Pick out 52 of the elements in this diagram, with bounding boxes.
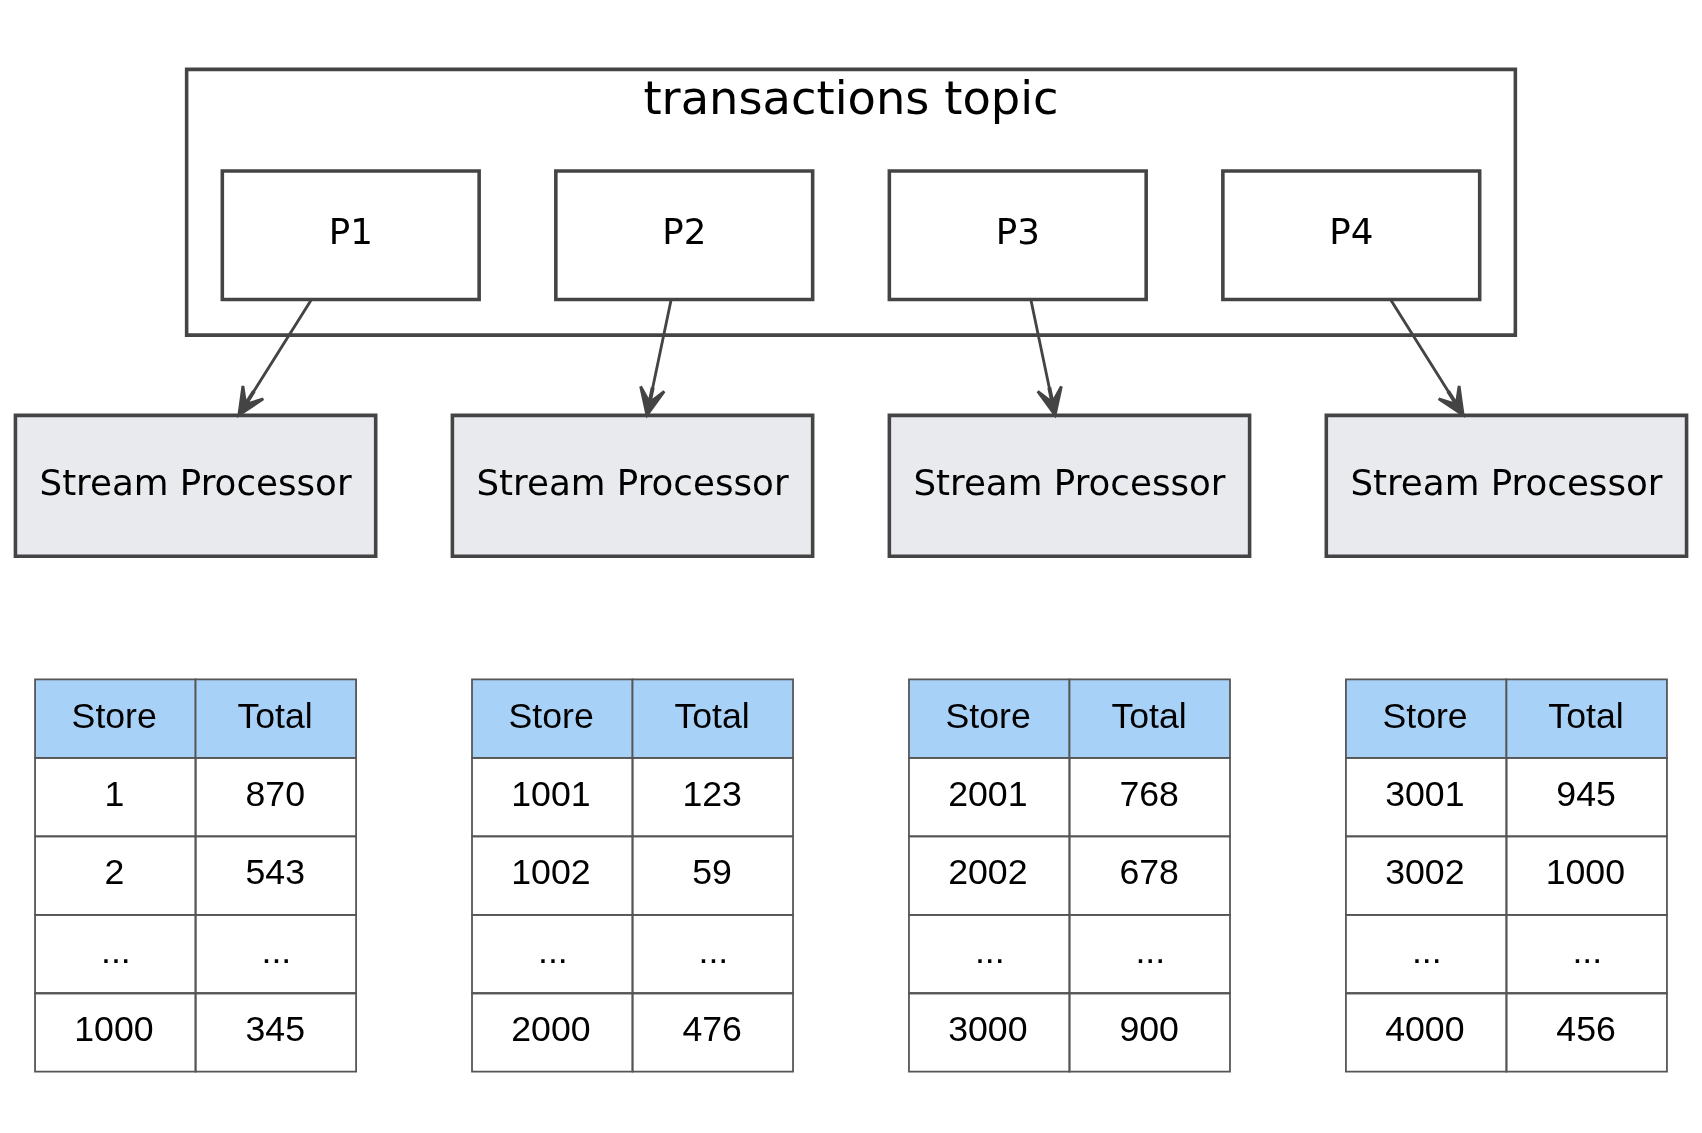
label: 543 <box>245 851 305 892</box>
label: 678 <box>1119 851 1179 892</box>
label: 768 <box>1119 773 1179 814</box>
label: 945 <box>1556 773 1616 814</box>
arrow <box>1029 299 1063 417</box>
arrow <box>1389 298 1465 417</box>
label: 3001 <box>1385 773 1465 814</box>
node-box: Stream Processor <box>887 413 1252 558</box>
label: 3002 <box>1385 851 1465 892</box>
node-box: Stream Processor <box>1324 413 1689 558</box>
label: ... <box>1572 930 1603 971</box>
label: Store <box>71 695 157 736</box>
arrow <box>237 298 313 417</box>
arrow <box>639 299 673 417</box>
label: Total <box>674 695 750 736</box>
label: 1 <box>104 773 125 814</box>
node-box: P3 <box>887 168 1148 301</box>
node-box: Stream Processor <box>13 413 378 558</box>
label: 456 <box>1556 1008 1616 1049</box>
label: 123 <box>682 773 742 814</box>
label: 2000 <box>511 1008 591 1049</box>
node-box: Stream Processor <box>450 413 815 558</box>
label: 476 <box>682 1008 742 1049</box>
label: 1001 <box>511 773 591 814</box>
label: 3000 <box>948 1008 1028 1049</box>
label: Store <box>508 695 594 736</box>
label: Store <box>945 695 1031 736</box>
label: ... <box>101 930 131 971</box>
node-box: P4 <box>1221 168 1482 301</box>
label: 900 <box>1119 1008 1179 1049</box>
label: ... <box>1411 930 1442 971</box>
label: 345 <box>245 1008 305 1049</box>
label: ... <box>537 930 568 971</box>
label: 870 <box>245 773 305 814</box>
label: ... <box>261 930 292 971</box>
label: 2 <box>104 851 125 892</box>
label: 1002 <box>511 851 591 892</box>
node-box: P1 <box>220 168 481 301</box>
label: ... <box>698 930 729 971</box>
label: Total <box>1111 695 1187 736</box>
node-box: P2 <box>554 168 815 301</box>
label: 2001 <box>948 773 1028 814</box>
label: ... <box>1135 930 1166 971</box>
label: Total <box>237 695 313 736</box>
label: 4000 <box>1385 1008 1465 1049</box>
label: 1000 <box>74 1008 154 1049</box>
label: ... <box>974 930 1005 971</box>
label: 2002 <box>948 851 1028 892</box>
label: 59 <box>692 851 732 892</box>
label: 1000 <box>1545 851 1625 892</box>
label: Store <box>1382 695 1468 736</box>
label: Total <box>1548 695 1624 736</box>
